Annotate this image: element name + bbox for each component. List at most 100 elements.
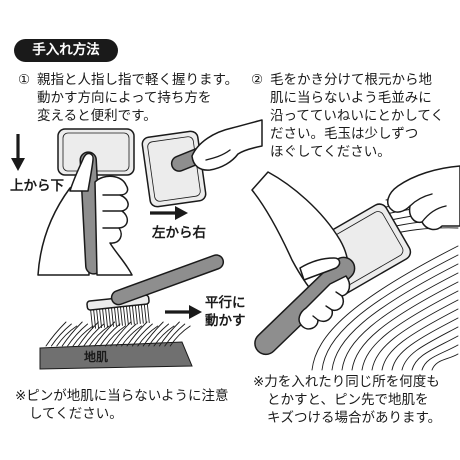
finger-creases <box>409 193 447 223</box>
hair-strand <box>72 325 94 347</box>
step-2-line: 肌に当らないよう毛並みに <box>270 90 432 106</box>
step-2-line: ださい。毛玉は少しずつ <box>270 126 419 142</box>
fur-strand <box>321 254 459 371</box>
illustration-grip-top-down <box>37 128 135 276</box>
fur-strand <box>401 326 459 371</box>
fur-strand <box>341 272 459 371</box>
hair-strand <box>121 325 143 347</box>
hair-strand <box>88 325 110 347</box>
finger-creases <box>312 291 343 321</box>
brush-pin <box>113 306 117 327</box>
hair-strand <box>104 325 126 347</box>
brush-pin <box>116 306 120 327</box>
step-2-line: 沿ってていねいにとかしてく <box>270 108 445 124</box>
hair-strand <box>67 323 89 347</box>
illustration-parallel-brushing <box>39 254 225 370</box>
step-text: 毛をかき分けて根元から地 <box>270 72 432 88</box>
brush-pin <box>99 307 103 328</box>
brush-pin <box>125 305 129 326</box>
note-line: ※ピンが地肌に当らないように注意 <box>15 388 229 404</box>
brush-pin <box>122 305 126 326</box>
arrow-right-head <box>175 206 188 220</box>
coat-hair <box>45 321 191 347</box>
hair-strand <box>158 321 180 347</box>
brush-pin <box>146 302 150 323</box>
brush-pin <box>134 304 138 325</box>
hair-strand <box>148 323 170 347</box>
fingers <box>94 175 133 276</box>
illustration-brushing-coat <box>251 165 460 371</box>
fur-strand <box>351 281 459 371</box>
brush-pins <box>90 302 150 329</box>
brush-pin <box>93 308 97 329</box>
step-text: 親指と人指し指で軽く握ります。 <box>37 72 239 88</box>
arrow-down-icon <box>11 134 25 171</box>
fur-strand <box>311 245 459 371</box>
fur-strand <box>381 308 459 371</box>
brush-pin <box>107 307 111 328</box>
hair-strand <box>99 323 121 347</box>
arrow-right-head <box>189 305 202 319</box>
hair-strand <box>83 323 105 347</box>
brush-pin <box>137 303 141 324</box>
hair-strand <box>153 325 175 347</box>
label-top-to-bottom: 上から下 <box>10 178 64 194</box>
hair-strand <box>142 321 164 347</box>
hair-strand <box>115 323 137 347</box>
hair-strand <box>137 325 159 347</box>
hair-strand <box>169 325 191 347</box>
brush-pin <box>102 307 105 328</box>
parting-hand <box>387 165 460 231</box>
hair-strand <box>45 321 67 347</box>
arrow-right-icon <box>165 305 202 319</box>
hair-strand <box>94 321 116 347</box>
brush-pin <box>96 308 100 329</box>
hand <box>191 119 263 171</box>
brush-pin <box>110 306 114 327</box>
note-line: とかすと、ピン先で地肌を <box>267 392 429 408</box>
thumb <box>299 257 341 281</box>
brush-pin <box>119 305 123 326</box>
fur-strand <box>331 263 459 371</box>
fur-strand <box>421 344 459 371</box>
note-line: してください。 <box>29 406 123 422</box>
fur-strand <box>361 290 459 371</box>
hair-strand <box>110 321 132 347</box>
arrow-down-head <box>11 158 25 171</box>
label-parallel-line: 動かす <box>205 313 246 329</box>
brush-pin <box>90 308 94 329</box>
brush-pin <box>143 303 147 324</box>
step-1-line: 動かす方向によって持ち方を <box>37 90 212 106</box>
hair-strand <box>50 323 72 347</box>
hair-strand <box>131 323 153 347</box>
step-number: ① <box>18 72 31 88</box>
step-2-line: ほぐしてください。 <box>270 144 391 160</box>
fur-strand <box>371 299 459 371</box>
finger-creases <box>102 194 123 229</box>
skin-surface <box>39 341 193 370</box>
hair-strand <box>164 323 186 347</box>
arrow-right-icon <box>150 206 188 220</box>
note-line: キズつける場合があります。 <box>267 410 442 426</box>
caution-note-pins: ※ピンが地肌に当らないように注意 してください。 <box>15 387 229 423</box>
brush-pin <box>140 303 144 324</box>
label-parallel-line: 平行に <box>205 295 246 311</box>
note-line: ※力を入れたり同じ所を何度も <box>253 374 440 390</box>
fingers <box>298 275 351 330</box>
brush-handle <box>110 254 225 306</box>
step-1-instructions: ① 親指と人指し指で軽く握ります。 動かす方向によって持ち方を 変えると便利です。 <box>18 71 238 125</box>
hair-strand <box>77 321 99 347</box>
hair-strand <box>61 321 83 347</box>
fur-strand <box>411 335 459 371</box>
caution-note-force: ※力を入れたり同じ所を何度も とかすと、ピン先で地肌を キズつける場合があります… <box>253 373 441 427</box>
fur-strand <box>391 317 459 371</box>
brush-pin <box>104 307 108 328</box>
hair-strand <box>56 325 78 347</box>
label-skin: 地肌 <box>84 350 109 364</box>
step-1-line: 変えると便利です。 <box>37 108 157 124</box>
illustration-grip-left-right <box>141 119 263 208</box>
